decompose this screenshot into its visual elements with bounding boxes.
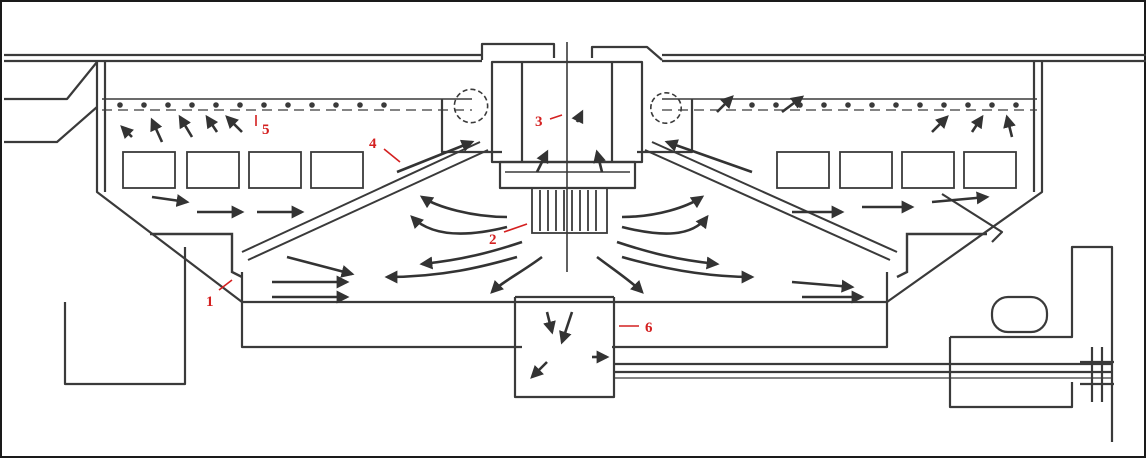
callout-label-4: 4 xyxy=(369,136,377,152)
callout-label-3: 3 xyxy=(535,114,543,130)
callout-label-1: 1 xyxy=(206,294,214,310)
impeller xyxy=(531,187,608,234)
scraper-arms xyxy=(150,88,987,279)
tank-structure xyxy=(4,42,1146,442)
weir-orifices xyxy=(117,102,1019,108)
callout-label-2: 2 xyxy=(489,232,497,248)
settling-modules xyxy=(122,151,1017,189)
callout-labels: 1 2 3 4 5 6 xyxy=(206,114,653,336)
callout-leaders xyxy=(218,114,639,327)
callout-label-5: 5 xyxy=(262,122,270,138)
callout-label-6: 6 xyxy=(645,320,653,336)
flow-arrows xyxy=(120,95,1016,379)
